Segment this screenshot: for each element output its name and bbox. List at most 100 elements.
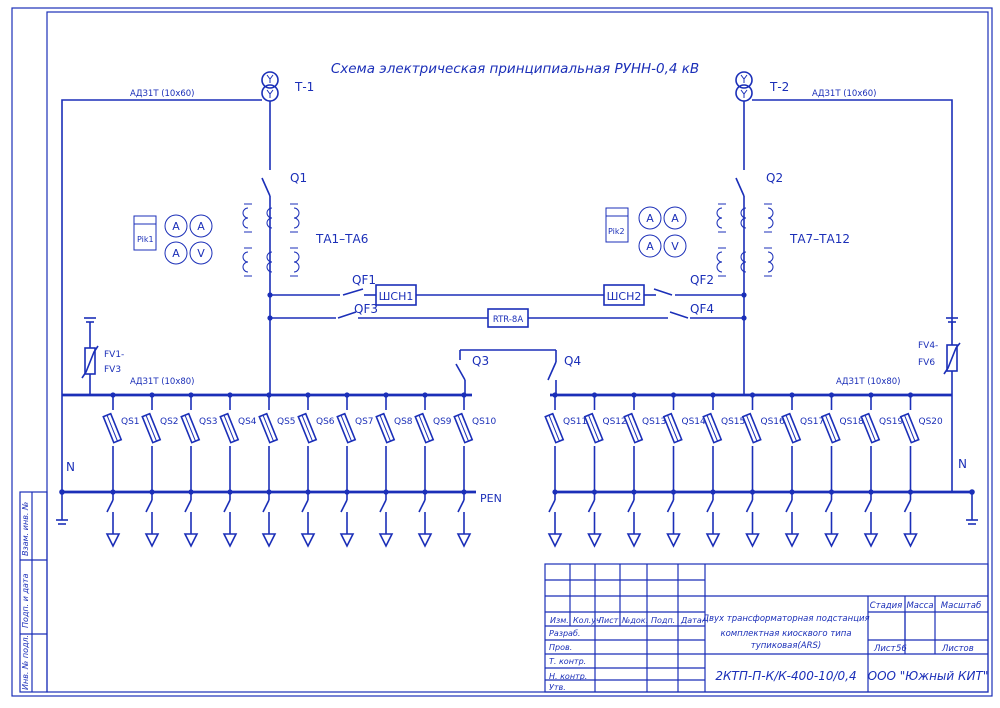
title-block-stage: Стадия — [870, 601, 903, 611]
svg-text:Кол.уч: Кол.уч — [573, 616, 601, 625]
fuse-disconnector-left-1 — [102, 412, 123, 444]
feeder-left-1: QS1 — [102, 392, 140, 548]
title-block-sheet-no: 56 — [896, 644, 907, 654]
switch-label-qs7: QS7 — [355, 417, 374, 427]
switch-label-qs12: QS12 — [603, 417, 627, 427]
feeder-left-3: QS3 — [180, 392, 218, 548]
fuse-disconnector-right-1 — [544, 412, 565, 444]
transformer-t2-primary — [735, 71, 753, 89]
ammeter-4 — [638, 206, 662, 230]
feeder-right-1: QS11 — [544, 392, 587, 548]
svg-text:Пров.: Пров. — [549, 643, 572, 652]
ammeter-4-label: A — [646, 212, 654, 225]
transformer-t1-label: Т-1 — [294, 80, 314, 94]
side-stamp-text-2: Подп. и дата — [21, 573, 30, 628]
fuse-disconnector-right-4 — [662, 412, 683, 444]
feeder-left-2: QS2 — [141, 392, 179, 548]
voltmeter-2 — [663, 234, 687, 258]
ammeter-6 — [638, 234, 662, 258]
svg-text:Т. контр.: Т. контр. — [549, 657, 586, 666]
switch-label-qs17: QS17 — [800, 417, 824, 427]
ammeter-6-label: A — [646, 240, 654, 253]
ammeter-5 — [663, 206, 687, 230]
svg-text:Лист: Лист — [597, 616, 619, 625]
cable-left-bus: АДЗ1Т (10х80) — [130, 377, 195, 387]
fuse-disconnector-right-9 — [860, 412, 881, 444]
switch-label-qs11: QS11 — [563, 417, 587, 427]
transformer-t1-primary — [261, 71, 279, 89]
svg-text:Разраб.: Разраб. — [549, 629, 580, 638]
title-block-scale: Масштаб — [941, 601, 981, 611]
neutral-left-label: N — [66, 460, 75, 474]
breaker-q1-label: Q1 — [290, 171, 307, 185]
surge-right-label-a: FV4- — [918, 341, 938, 351]
svg-text:Изм.: Изм. — [550, 616, 569, 625]
feeder-left-9: QS9 — [414, 392, 452, 548]
fuse-disconnector-right-8 — [820, 412, 841, 444]
voltmeter-1 — [189, 241, 213, 265]
fuse-disconnector-right-7 — [781, 412, 802, 444]
cable-right-bus: АДЗ1Т (10х80) — [836, 377, 901, 387]
qf4-label: QF4 — [690, 302, 714, 316]
title-block-grid — [544, 563, 989, 693]
fuse-disconnector-left-9 — [414, 412, 435, 444]
side-stamp-text-3: Инв. № подл. — [21, 635, 30, 690]
fuse-disconnector-right-6 — [741, 412, 762, 444]
ct-left-label: ТА1–ТА6 — [315, 232, 368, 246]
feeder-right-4: QS14 — [662, 392, 707, 548]
feeder-left-4: QS4 — [219, 392, 257, 548]
aux-power-circuits — [267, 284, 747, 328]
fuse-disconnector-left-7 — [336, 412, 357, 444]
switch-label-qs20: QS20 — [919, 417, 944, 427]
breaker-q2-label: Q2 — [766, 171, 783, 185]
surge-left-label-b: FV3 — [104, 365, 121, 375]
title-block-sheets: Листов — [941, 644, 974, 654]
bus-coupler — [455, 349, 557, 395]
fuse-disconnector-right-5 — [702, 412, 723, 444]
breaker-q1 — [261, 177, 271, 197]
ammeter-3 — [164, 241, 188, 265]
feeder-right-3: QS13 — [623, 392, 666, 548]
inner-frame — [46, 11, 989, 693]
ammeter-3-label: A — [172, 247, 180, 260]
current-transformers-right — [716, 203, 774, 277]
qf1-label: QF1 — [352, 273, 376, 287]
title-block-roles: Разраб. Пров. Т. контр. Н. контр. Утв. — [549, 629, 587, 692]
fuse-disconnector-left-5 — [258, 412, 279, 444]
switch-label-qs9: QS9 — [433, 417, 452, 427]
title-block-company: ООО "Южный КИТ" — [868, 669, 989, 683]
meter-pik1 — [133, 215, 157, 251]
switch-label-qs2: QS2 — [160, 417, 179, 427]
svg-text:Дата: Дата — [680, 616, 702, 625]
switch-label-qs10: QS10 — [472, 417, 497, 427]
rtr-label: RTR-8A — [493, 315, 524, 325]
feeder-right-6: QS16 — [741, 392, 785, 548]
ammeter-2 — [189, 214, 213, 238]
pen-label: PEN — [480, 492, 502, 505]
title-block-description-2: комплектная киосквого типа — [720, 629, 851, 639]
qf3-label: QF3 — [354, 302, 378, 316]
fuse-disconnector-left-3 — [180, 412, 201, 444]
feeder-right-10: QS20 — [899, 392, 944, 548]
voltmeter-2-label: V — [671, 240, 679, 253]
ammeter-1 — [164, 214, 188, 238]
breaker-q4-label: Q4 — [564, 354, 581, 368]
feeder-right-8: QS18 — [820, 392, 864, 548]
surge-arrester-right — [943, 317, 961, 395]
feeder-left-8: QS8 — [375, 392, 413, 548]
surge-right-label-b: FV6 — [918, 358, 935, 368]
fuse-disconnector-right-2 — [583, 412, 604, 444]
outer-frame — [11, 7, 993, 697]
feeder-left-10: QS10 — [453, 392, 497, 548]
switch-label-qs15: QS15 — [721, 417, 745, 427]
switch-label-qs14: QS14 — [682, 417, 707, 427]
fuse-disconnector-left-10 — [453, 412, 474, 444]
meter-pik2-label: Pik2 — [608, 227, 625, 236]
switch-label-qs3: QS3 — [199, 417, 218, 427]
diagram-title: Схема электрическая принципиальная РУНН-… — [331, 61, 699, 77]
side-stamp-text-1: Взам. инв. № — [21, 502, 30, 556]
fuse-disconnector-left-4 — [219, 412, 240, 444]
cable-right-top: АДЗ1Т (10х60) — [812, 89, 877, 99]
ammeter-2-label: A — [197, 220, 205, 233]
